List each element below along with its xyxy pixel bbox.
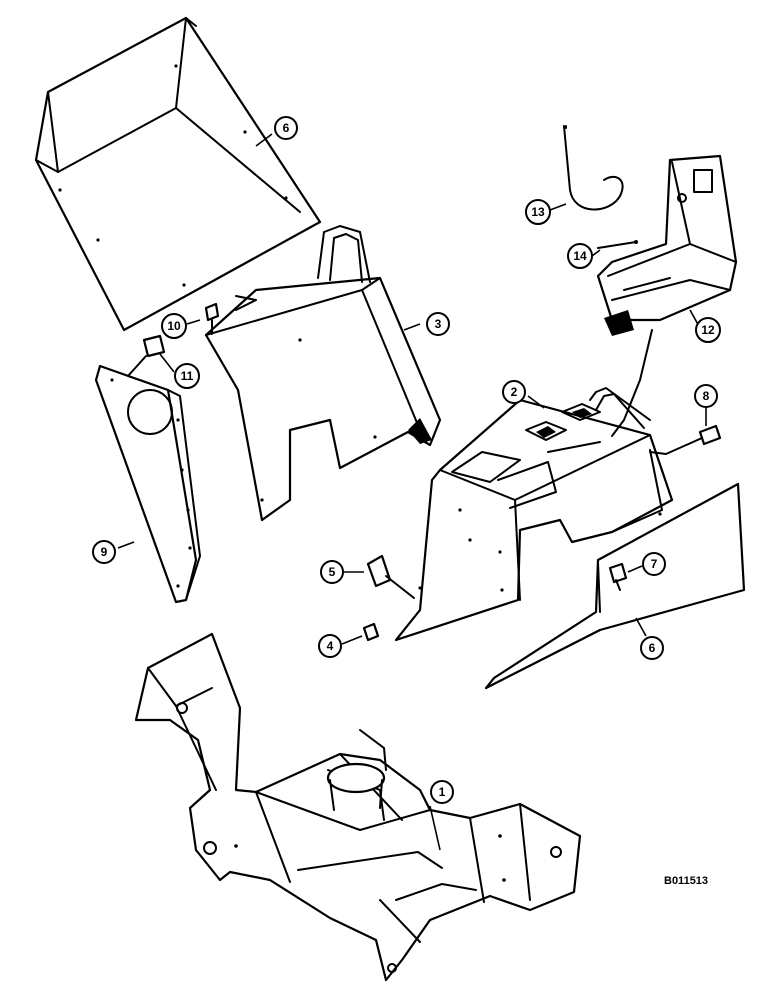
console-shroud — [204, 225, 442, 522]
callout-4: 4 — [318, 634, 342, 658]
dash-console — [394, 387, 674, 642]
callout-9: 9 — [92, 540, 116, 564]
screw-4 — [362, 622, 380, 642]
svg-text:10: 10 — [167, 319, 181, 333]
svg-text:5: 5 — [329, 565, 336, 579]
svg-text:6: 6 — [649, 641, 656, 655]
svg-text:3: 3 — [435, 317, 442, 331]
svg-text:12: 12 — [701, 323, 715, 337]
callout-5: 5 — [320, 560, 344, 584]
kick-plate-lower — [484, 482, 746, 690]
callout-leaders — [117, 133, 707, 851]
connector-8 — [649, 424, 722, 455]
svg-text:1: 1 — [439, 785, 446, 799]
svg-text:6: 6 — [283, 121, 290, 135]
svg-text:8: 8 — [703, 389, 710, 403]
screw-10 — [204, 302, 220, 335]
bolt-7 — [608, 562, 628, 591]
cable-13 — [563, 125, 624, 211]
svg-text:14: 14 — [573, 249, 587, 263]
callout-10: 10 — [161, 313, 187, 339]
floor-plate-top — [34, 16, 322, 332]
callout-13: 13 — [525, 199, 551, 225]
switch-5 — [366, 554, 415, 599]
drawing-code: B011513 — [664, 875, 708, 887]
svg-text:7: 7 — [651, 557, 658, 571]
callout-8: 8 — [694, 384, 718, 408]
switch-bracket — [596, 154, 738, 437]
callout-12: 12 — [695, 317, 721, 343]
svg-text:13: 13 — [531, 205, 545, 219]
svg-text:2: 2 — [511, 385, 518, 399]
switch-11 — [127, 334, 166, 377]
main-frame — [134, 632, 582, 982]
callout-14: 14 — [567, 243, 593, 269]
callout-2: 2 — [502, 380, 526, 404]
callout-6-top: 6 — [274, 116, 298, 140]
svg-text:11: 11 — [181, 369, 194, 383]
callout-3: 3 — [426, 312, 450, 336]
pin-14 — [597, 240, 638, 249]
callout-11: 11 — [174, 363, 200, 389]
svg-text:4: 4 — [327, 639, 334, 653]
side-panel — [94, 364, 201, 604]
callout-1: 1 — [430, 780, 454, 804]
callout-7: 7 — [642, 552, 666, 576]
svg-text:9: 9 — [101, 545, 108, 559]
callout-6-lower: 6 — [640, 636, 664, 660]
